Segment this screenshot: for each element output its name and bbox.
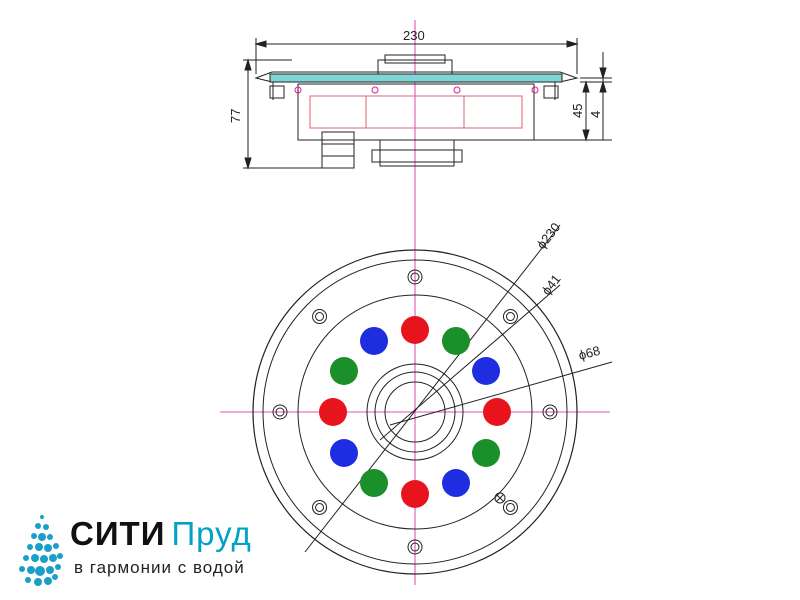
dim-height-total: 77 [228, 109, 243, 123]
logo-dot [38, 533, 46, 541]
mounting-hole [407, 539, 423, 555]
dim-height-body: 45 [570, 104, 585, 118]
logo-dot [19, 566, 25, 572]
mounting-hole [407, 269, 423, 285]
led [472, 439, 501, 467]
logo-dot [44, 544, 52, 552]
logo-dot [53, 543, 59, 549]
brand-slogan: в гармонии с водой [74, 558, 245, 577]
dim-inner-diameter: ϕ41 [539, 271, 564, 297]
led [329, 439, 358, 467]
mounting-hole [315, 312, 325, 322]
mounting-hole [545, 407, 555, 417]
logo-dot [49, 554, 57, 562]
led [360, 326, 388, 355]
logo-dot [47, 534, 53, 540]
logo-dot [35, 543, 43, 551]
logo-dot [25, 577, 31, 583]
mounting-hole [272, 404, 288, 420]
mounting-hole [542, 404, 558, 420]
logo-dot [40, 515, 44, 519]
logo-dot [31, 554, 39, 562]
mounting-hole [312, 499, 328, 515]
led [401, 316, 429, 344]
logo-dot [46, 566, 54, 574]
mounting-hole [502, 499, 518, 515]
logo-dot [35, 523, 41, 529]
mounting-hole [275, 407, 285, 417]
dim-outer-diameter: ϕ230 [534, 220, 564, 252]
brand-accent: Пруд [171, 515, 252, 552]
led [401, 480, 429, 508]
dim-top-width: 230 [403, 28, 425, 43]
logo-dot [57, 553, 63, 559]
logo-dot [55, 564, 61, 570]
logo-dot [27, 566, 35, 574]
led-ring [319, 316, 511, 508]
led [360, 469, 388, 498]
logo-dot [34, 578, 42, 586]
logo-dot [27, 544, 33, 550]
dim-height-flange: 4 [588, 111, 603, 118]
led [442, 469, 470, 498]
mounting-hole [505, 312, 515, 322]
led [483, 398, 511, 426]
mounting-hole [505, 502, 515, 512]
logo-dot [52, 574, 58, 580]
logo-mark [19, 515, 63, 586]
brand-main: СИТИ [70, 515, 166, 552]
led [329, 357, 358, 385]
mounting-hole [410, 542, 420, 552]
logo-dot [35, 566, 45, 576]
logo-dot [40, 555, 48, 563]
side-view [220, 20, 612, 585]
logo-dot [31, 533, 37, 539]
top-view [252, 224, 613, 575]
led [442, 326, 470, 355]
led [472, 357, 501, 385]
mounting-hole [502, 309, 518, 325]
mounting-hole [315, 502, 325, 512]
led [319, 398, 347, 426]
dim-ring-diameter: ϕ68 [577, 343, 602, 363]
mounting-hole [312, 309, 328, 325]
logo-dot [44, 577, 52, 585]
logo-dot [43, 524, 49, 530]
logo-dot [23, 555, 29, 561]
mounting-hole [410, 272, 420, 282]
